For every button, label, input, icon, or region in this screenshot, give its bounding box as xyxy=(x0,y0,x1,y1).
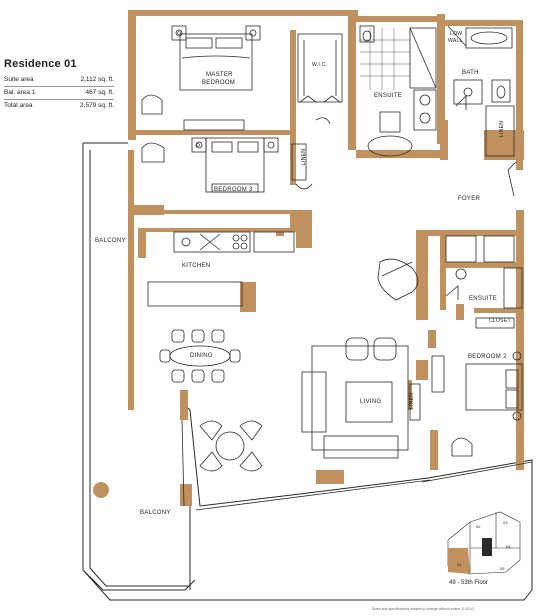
room-label-wic: W.I.C. xyxy=(312,62,328,68)
legend-value: 467 sq. ft. xyxy=(85,89,114,96)
keyplan-unit-05: 05 xyxy=(500,566,505,571)
room-label-linen: LINEN xyxy=(499,120,506,138)
keyplan-unit-03: 03 xyxy=(503,520,508,525)
legend-row-balcony: Bal. area 1 467 sq. ft. xyxy=(4,87,114,100)
room-label-foyer: FOYER xyxy=(458,196,481,202)
balcony-outline xyxy=(82,142,533,601)
room-label-balcony-south: BALCONY xyxy=(140,510,171,516)
legend-row-suite: Suite area 2,112 sq. ft. xyxy=(4,74,114,87)
room-label-ensuite-master: ENSUITE xyxy=(374,93,403,99)
keyplan-unit-04: 04 xyxy=(506,544,511,549)
room-label-master-bedroom-2: BEDROOM xyxy=(202,80,236,86)
residence-title: Residence 01 xyxy=(4,58,77,70)
room-label-bedroom2: BEDROOM 2 xyxy=(468,354,507,360)
room-label-linen-living: LINEN xyxy=(409,392,416,410)
disclaimer-text: Sizes and specifications subject to chan… xyxy=(372,607,475,611)
keyplan-unit-01: 01 xyxy=(457,562,462,567)
room-label-dining: DINING xyxy=(190,353,213,359)
room-label-bath: BATH xyxy=(462,70,479,76)
legend-label: Total area xyxy=(4,102,33,109)
legend-row-total: Total area 2,579 sq. ft. xyxy=(4,100,114,112)
room-label-low-wall: LOW xyxy=(450,31,463,37)
legend-label: Bal. area 1 xyxy=(4,89,36,96)
room-label-master-bedroom: MASTER xyxy=(206,72,233,78)
legend-value: 2,112 sq. ft. xyxy=(80,76,114,83)
room-label-ensuite-2: ENSUITE xyxy=(469,296,498,302)
room-label-kitchen: KITCHEN xyxy=(182,263,211,269)
keyplan-unit-02: 02 xyxy=(476,524,481,529)
room-label-closet: CLOSET xyxy=(489,318,511,324)
legend-value: 2,579 sq. ft. xyxy=(80,102,114,109)
area-legend: Residence 01 Suite area 2,112 sq. ft. Ba… xyxy=(4,58,114,112)
walls xyxy=(128,10,524,506)
room-label-living: LIVING xyxy=(360,399,382,405)
legend-label: Suite area xyxy=(4,76,34,83)
room-label-bedroom3: BEDROOM 3 xyxy=(214,187,253,193)
room-label-linen-bedroom3: LINEN xyxy=(301,148,308,166)
floor-range-label: 49 - 53th Floor xyxy=(449,580,489,586)
key-plan xyxy=(447,511,521,575)
balcony-planter xyxy=(93,482,109,498)
room-label-low-wall-2: WALL xyxy=(448,38,463,44)
room-label-balcony-west: BALCONY xyxy=(95,238,126,244)
